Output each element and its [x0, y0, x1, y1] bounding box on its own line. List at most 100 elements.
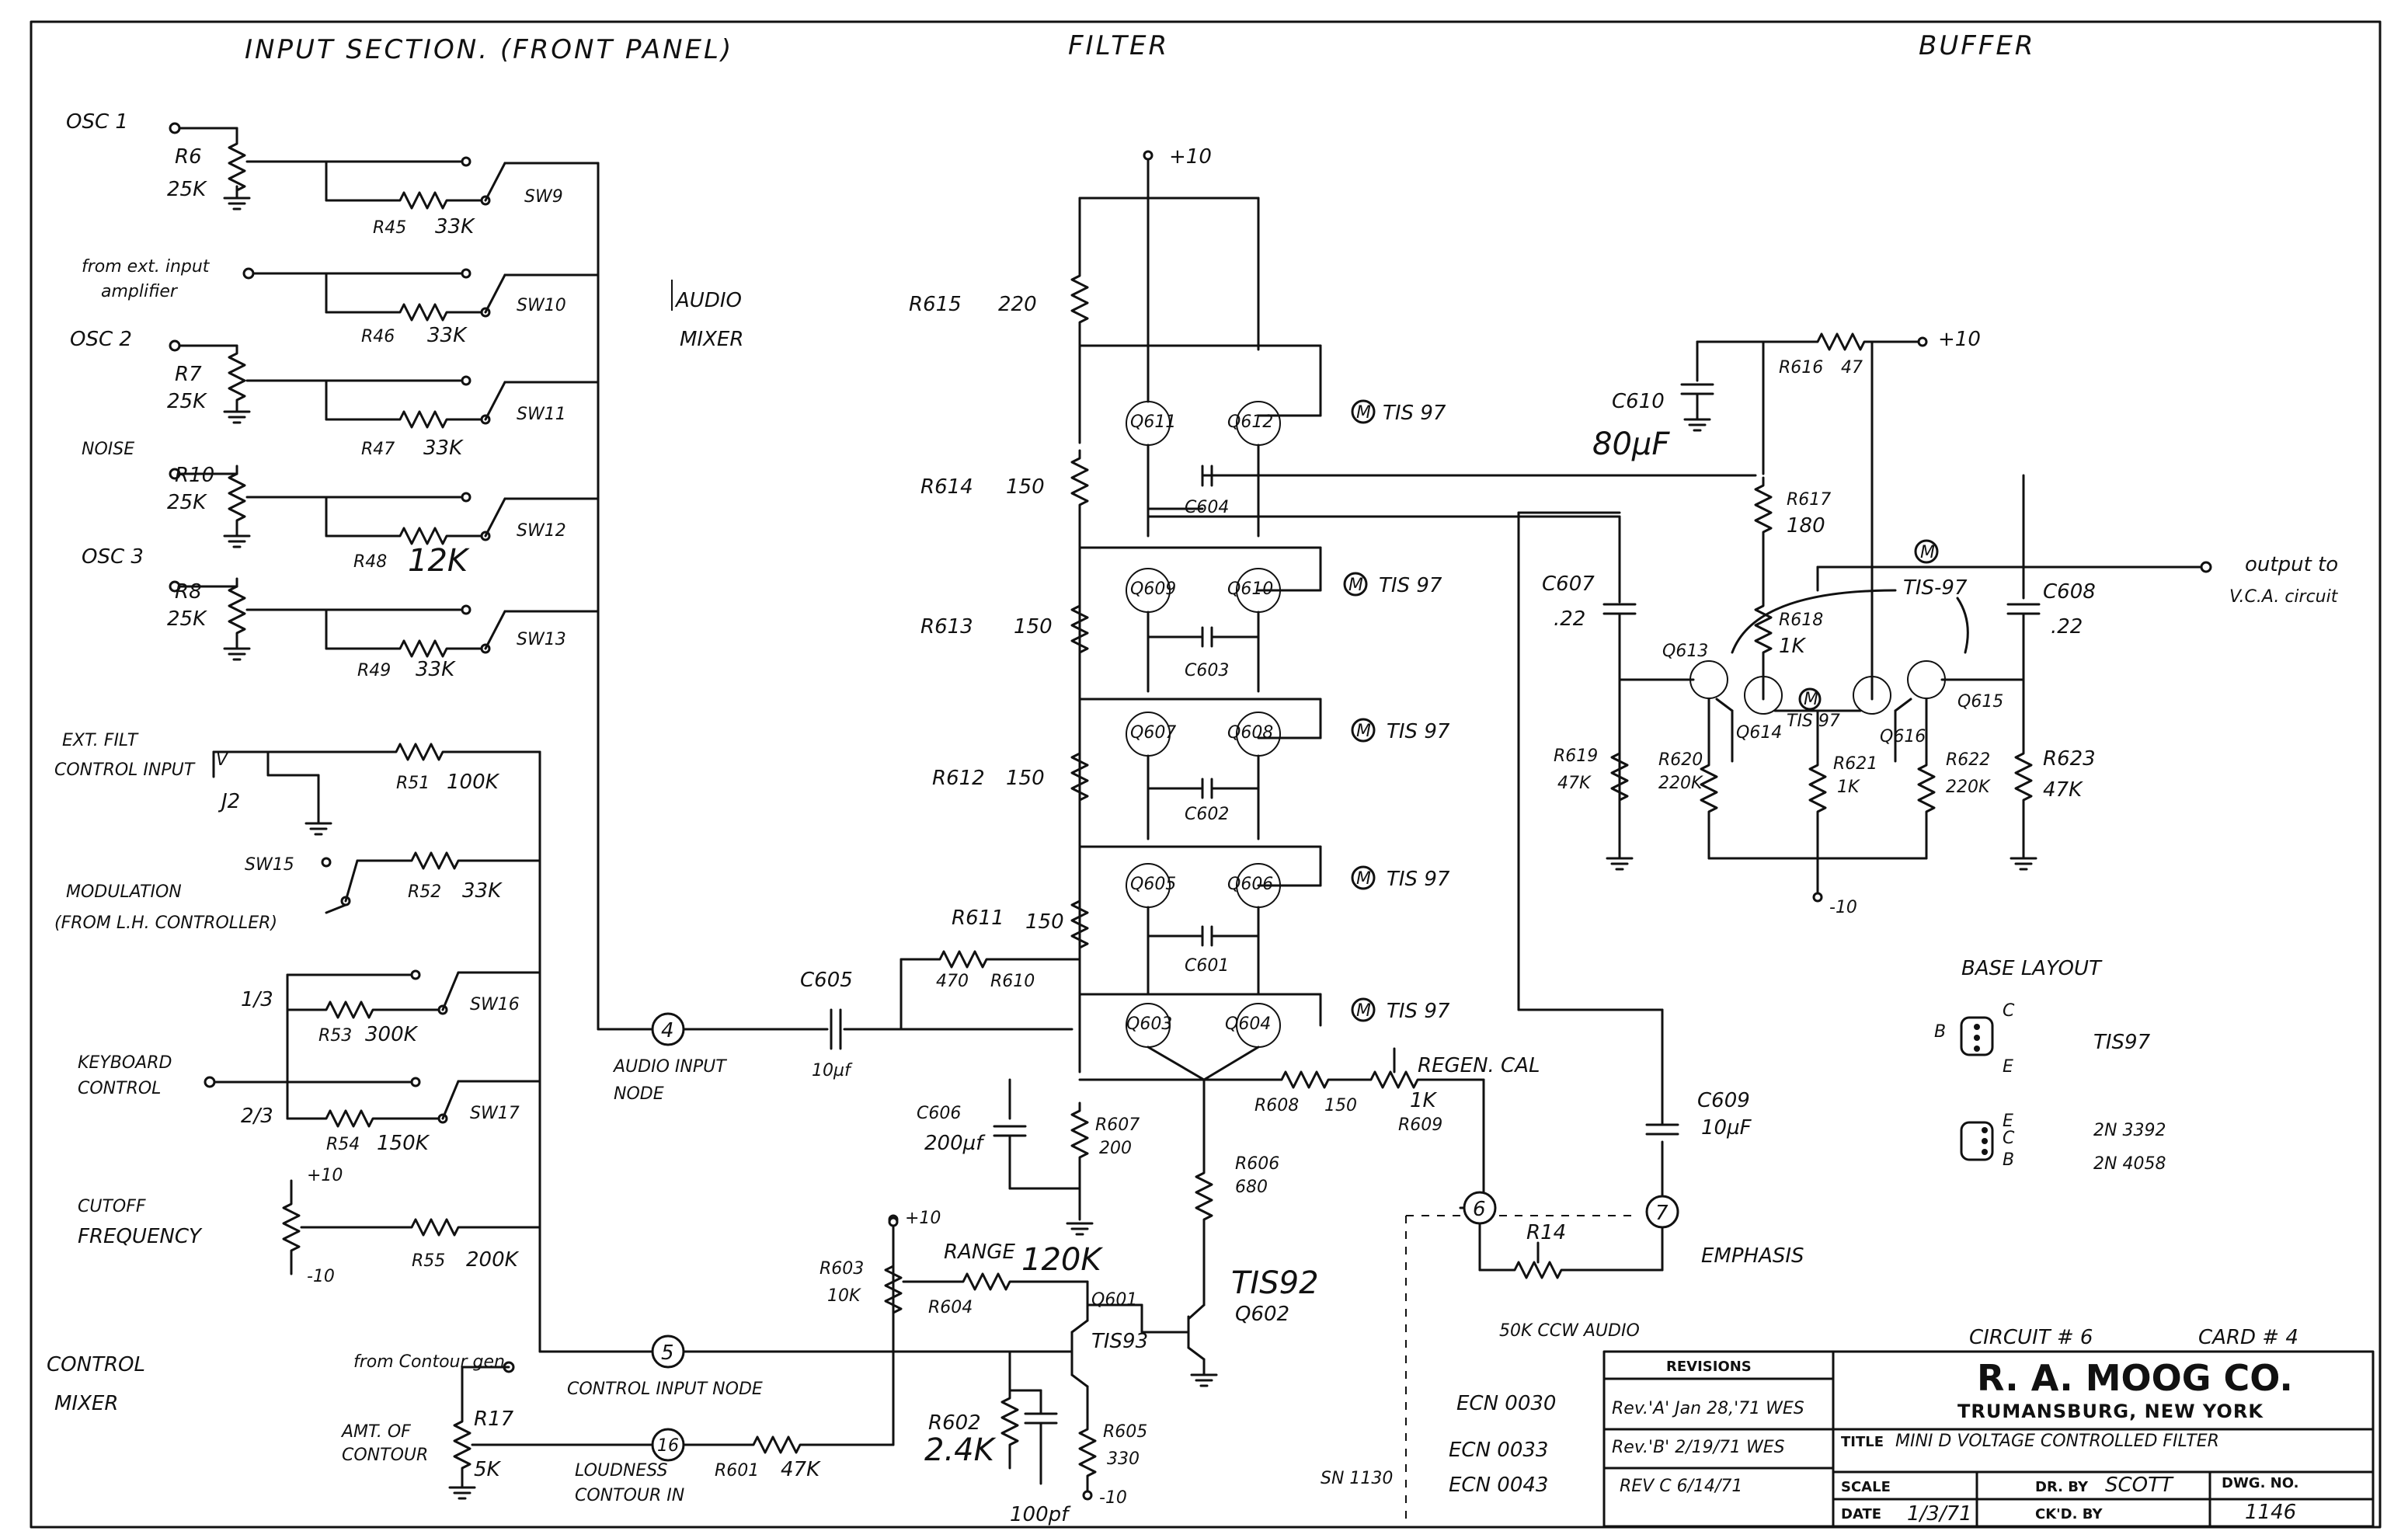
label-tis93: TIS93 [1091, 1330, 1148, 1353]
label-r52: R52 [408, 882, 441, 902]
value-r45: 33K [435, 215, 475, 238]
heading-filter: FILTER [1068, 30, 1169, 61]
label-r608: R608 [1254, 1096, 1299, 1115]
label-r603-plus10: +10 [905, 1209, 941, 1228]
tb-dwg-no-value: 1146 [2245, 1501, 2296, 1524]
node-4-label-2: NODE [614, 1084, 664, 1104]
value-r609: 1K [1410, 1089, 1438, 1112]
label-q604: Q604 [1225, 1014, 1271, 1034]
value-c610: 80µF [1592, 426, 1670, 462]
label-regen-cal: REGEN. CAL [1418, 1054, 1540, 1077]
tb-date-label: DATE [1841, 1506, 1881, 1522]
value-r48: 12K [408, 543, 470, 579]
label-r601: R601 [715, 1461, 759, 1481]
tb-title-label: TITLE [1841, 1434, 1884, 1450]
value-r608: 150 [1324, 1096, 1357, 1115]
label-r610: R610 [990, 972, 1035, 991]
label-sw10: SW10 [517, 296, 566, 315]
label-r49: R49 [357, 661, 391, 680]
label-q613: Q613 [1662, 642, 1708, 661]
label-ext-filt-1: EXT. FILT [62, 731, 139, 750]
label-amt-contour-2: CONTOUR [342, 1446, 428, 1465]
label-cutoff-1: CUTOFF [78, 1197, 146, 1216]
label-sw12: SW12 [517, 521, 566, 541]
label-r603: R603 [819, 1259, 864, 1279]
value-r623: 47K [2043, 778, 2083, 802]
label-amt-contour-1: AMT. OF [340, 1422, 411, 1442]
input-section: OSC 1 R6 25K R45 33K SW9 from ext. input… [66, 110, 743, 1031]
value-r615: 220 [998, 293, 1037, 316]
value-c607: .22 [1554, 607, 1585, 631]
sheet-border [30, 20, 2382, 1529]
value-r49: 33K [416, 658, 456, 681]
label-q609: Q609 [1130, 579, 1176, 599]
label-r14: R14 [1526, 1221, 1566, 1244]
label-loudness-1: LOUDNESS [575, 1461, 667, 1481]
value-r607: 200 [1099, 1139, 1132, 1158]
label-r615: R615 [909, 293, 962, 316]
tis97-q609: TIS 97 [1379, 574, 1442, 597]
value-r622: 220K [1946, 778, 1991, 797]
value-r601: 47K [781, 1458, 821, 1481]
label-buffer-minus10: -10 [1829, 898, 1857, 917]
label-ext-input-1: from ext. input [82, 257, 211, 277]
label-c608: C608 [2043, 580, 2096, 604]
emphasis-section: 6 R14 50K CCW AUDIO 7 C609 10µF EMPHASIS [1405, 511, 1804, 1526]
value-r620: 220K [1658, 774, 1703, 793]
tb-scale-label: SCALE [1841, 1479, 1891, 1495]
value-r606: 680 [1235, 1178, 1268, 1197]
label-r45: R45 [373, 218, 406, 238]
label-r602: R602 [928, 1411, 981, 1435]
value-r46: 33K [427, 324, 468, 347]
m-q605: M [1356, 869, 1371, 889]
label-r55: R55 [412, 1251, 445, 1271]
value-r617: 180 [1787, 514, 1825, 538]
value-r17: 5K [474, 1458, 502, 1481]
control-mixer: EXT. FILT CONTROL INPUT V J2 R51 100K SW… [47, 731, 684, 1505]
label-r605: R605 [1103, 1422, 1147, 1442]
card-number: CARD # 4 [2198, 1326, 2298, 1349]
label-r10: R10 [175, 464, 214, 487]
label-loudness-2: CONTOUR IN [575, 1486, 684, 1505]
label-q606: Q606 [1227, 875, 1273, 894]
node-5-number: 5 [661, 1341, 674, 1365]
tis97-q607: TIS 97 [1387, 720, 1450, 743]
heading-buffer: BUFFER [1919, 30, 2035, 61]
label-r620: R620 [1658, 750, 1703, 770]
label-r48: R48 [353, 552, 387, 572]
value-c606: 200µf [924, 1132, 986, 1155]
label-r53: R53 [318, 1026, 352, 1046]
value-r613: 150 [1014, 615, 1053, 639]
m-q607: M [1356, 722, 1371, 741]
base-layout-c: C [2003, 1001, 2015, 1021]
value-r54: 150K [377, 1132, 430, 1155]
node-4-label-1: AUDIO INPUT [612, 1057, 727, 1077]
tb-ckd-by-label: CK'D. BY [2035, 1506, 2103, 1522]
tb-dwg-no-label: DWG. NO. [2222, 1475, 2298, 1491]
buffer-section: +10 R616 47 C610 80µF R617 180 R618 1K C… [1542, 328, 2339, 917]
label-c604: C604 [1185, 498, 1229, 517]
tb-dr-by-value: SCOTT [2105, 1474, 2174, 1497]
title-block: REVISIONS Rev.'A' Jan 28,'71 WES Rev.'B'… [1602, 1350, 2375, 1528]
label-ext-input-2: amplifier [101, 282, 179, 301]
base-layout-b: B [1934, 1022, 1946, 1042]
value-r7: 25K [167, 390, 207, 413]
label-modulation-1: MODULATION [66, 882, 182, 902]
tb-location: TRUMANSBURG, NEW YORK [1957, 1401, 2264, 1422]
node-16-number: 16 [657, 1436, 679, 1456]
label-r609: R609 [1398, 1115, 1442, 1135]
label-c606: C606 [917, 1104, 961, 1123]
base-layout-b2: B [2003, 1150, 2014, 1170]
value-r6: 25K [167, 178, 207, 201]
value-r605: 330 [1107, 1449, 1140, 1469]
node-7-number: 7 [1655, 1202, 1669, 1225]
label-buffer-plus10: +10 [1938, 328, 1981, 351]
m-q609: M [1348, 576, 1363, 595]
value-r10: 25K [167, 491, 207, 514]
tb-rev-a: Rev.'A' Jan 28,'71 WES [1612, 1399, 1804, 1418]
label-r618: R618 [1779, 611, 1823, 630]
value-r611: 150 [1025, 910, 1064, 934]
label-tis92: TIS92 [1231, 1265, 1319, 1301]
base-layout-part3: 2N 4058 [2093, 1154, 2166, 1174]
